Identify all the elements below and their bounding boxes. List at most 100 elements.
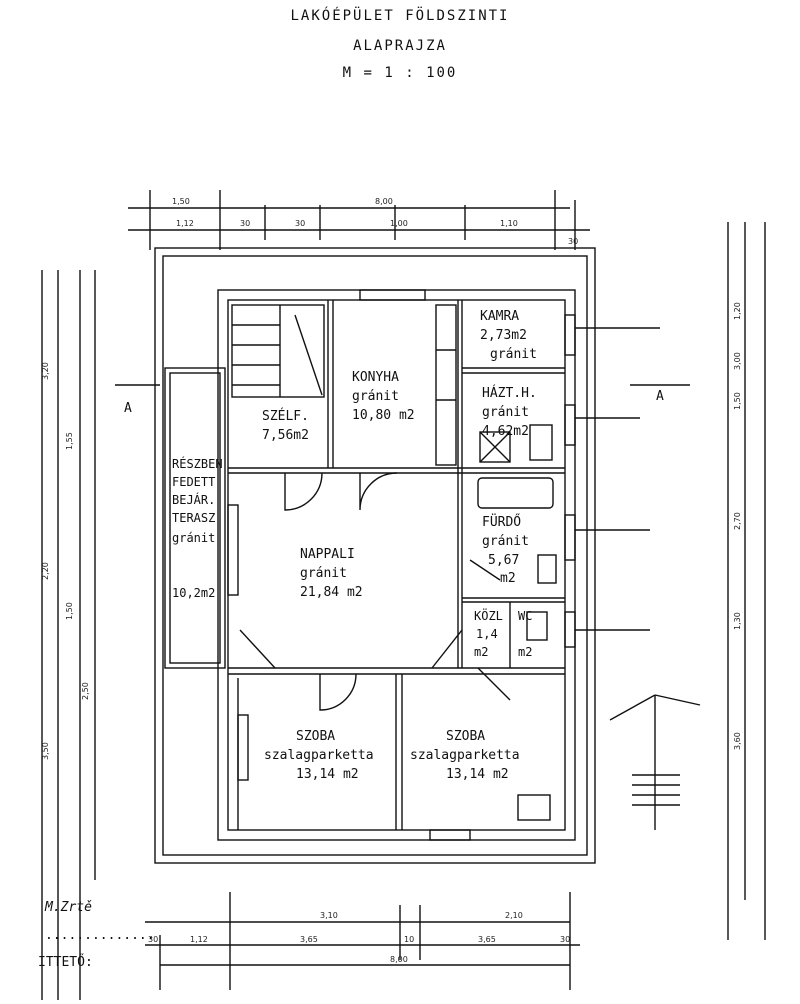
window-utility bbox=[564, 404, 576, 446]
wardrobe bbox=[517, 794, 551, 821]
svg-text:szalagparketta: szalagparketta bbox=[264, 748, 374, 763]
door-swing-5 bbox=[477, 667, 511, 701]
washbasin bbox=[537, 554, 557, 584]
door-swing-1 bbox=[284, 472, 323, 511]
dim-bottom-4: 3,65 bbox=[478, 935, 496, 944]
dim-bottom-5: 30 bbox=[560, 935, 570, 944]
dim-bottom-mid-1: 2,10 bbox=[505, 911, 523, 920]
svg-text:gránit: gránit bbox=[300, 566, 347, 581]
dim-top-3: 30 bbox=[295, 219, 305, 228]
svg-text:3,60: 3,60 bbox=[733, 732, 742, 750]
svg-text:KÖZL: KÖZL bbox=[474, 607, 503, 623]
window-living bbox=[227, 504, 239, 596]
room-szoba-1: SZOBA szalagparketta 13,14 m2 bbox=[264, 729, 374, 782]
dim-bottom-3: 10 bbox=[404, 935, 414, 944]
room-nappali: NAPPALI gránit 21,84 m2 bbox=[300, 547, 363, 600]
window-room2 bbox=[429, 829, 471, 841]
svg-text:gránit: gránit bbox=[482, 405, 529, 420]
svg-text:gránit: gránit bbox=[352, 389, 399, 404]
door-swing-3 bbox=[469, 559, 501, 581]
dim-top-1: 1,12 bbox=[176, 219, 194, 228]
svg-text:SZOBA: SZOBA bbox=[446, 729, 485, 744]
dim-top-6: 30 bbox=[568, 237, 578, 246]
svg-text:KONYHA: KONYHA bbox=[352, 370, 399, 385]
svg-text:2,20: 2,20 bbox=[41, 562, 50, 580]
svg-text:1,50: 1,50 bbox=[65, 602, 74, 620]
svg-text:m2: m2 bbox=[518, 645, 532, 659]
svg-text:2,70: 2,70 bbox=[733, 512, 742, 530]
dim-top-0: 1,50 bbox=[172, 197, 190, 206]
wc-bowl bbox=[526, 611, 548, 641]
dim-bottom-total: 8,00 bbox=[390, 955, 408, 964]
door-swing-6 bbox=[319, 673, 357, 711]
svg-text:RÉSZBEN: RÉSZBEN bbox=[172, 456, 223, 471]
drawing-scale: M = 1 : 100 bbox=[342, 65, 458, 81]
kitchen-counter bbox=[435, 304, 457, 466]
svg-text:BEJÁR.: BEJÁR. bbox=[172, 492, 215, 507]
svg-text:1,4: 1,4 bbox=[476, 627, 498, 641]
dim-bottom-1: 1,12 bbox=[190, 935, 208, 944]
svg-text:FEDETT: FEDETT bbox=[172, 475, 215, 489]
svg-text:gránit: gránit bbox=[172, 531, 215, 545]
svg-text:gránit: gránit bbox=[490, 347, 537, 362]
dim-right-side: 1,20 3,00 1,50 2,70 1,30 3,60 bbox=[733, 302, 742, 750]
boiler bbox=[479, 431, 511, 463]
svg-text:szalagparketta: szalagparketta bbox=[410, 748, 520, 763]
svg-text:10,80 m2: 10,80 m2 bbox=[352, 408, 415, 423]
room-furdo: FÜRDŐ gránit 5,67 m2 bbox=[482, 513, 529, 586]
drawing-title-line1: LAKÓÉPÜLET FÖLDSZINTI bbox=[290, 8, 510, 24]
dim-left-side: 3,20 1,55 2,20 1,50 2,50 3,50 bbox=[41, 362, 90, 760]
room-terasz: RÉSZBEN FEDETT BEJÁR. TERASZ gránit 10,2… bbox=[172, 456, 223, 600]
door-swing-7 bbox=[239, 629, 276, 669]
door-swing-4 bbox=[431, 629, 463, 669]
svg-text:5,67: 5,67 bbox=[488, 553, 519, 568]
dim-top-5: 1,10 bbox=[500, 219, 518, 228]
utility-fixture bbox=[529, 424, 553, 461]
door-swing-2 bbox=[359, 472, 398, 511]
room-kamra: KAMRA 2,73m2 gránit bbox=[480, 309, 537, 362]
outer-wall bbox=[154, 247, 596, 864]
dim-top-total: 8,00 bbox=[375, 197, 393, 206]
room-konyha: KONYHA gránit 10,80 m2 bbox=[352, 370, 415, 423]
dim-bottom-mid-0: 3,10 bbox=[320, 911, 338, 920]
svg-text:WC: WC bbox=[518, 609, 532, 623]
svg-text:1,30: 1,30 bbox=[733, 612, 742, 630]
svg-text:KAMRA: KAMRA bbox=[480, 309, 519, 324]
bathtub bbox=[477, 477, 554, 509]
window-kitchen bbox=[359, 289, 426, 301]
signature-dots: .............. bbox=[45, 928, 155, 943]
dim-bottom-0: 30 bbox=[148, 935, 158, 944]
svg-text:1,50: 1,50 bbox=[733, 392, 742, 410]
section-mark-right: A bbox=[656, 389, 664, 404]
svg-text:2,50: 2,50 bbox=[81, 682, 90, 700]
staircase bbox=[231, 304, 325, 398]
svg-text:3,50: 3,50 bbox=[41, 742, 50, 760]
window-pantry bbox=[564, 314, 576, 356]
svg-text:m2: m2 bbox=[474, 645, 488, 659]
svg-text:3,20: 3,20 bbox=[41, 362, 50, 380]
room-wc: WC m2 bbox=[518, 609, 532, 659]
room-haztartasi-helyiseg: HÁZT.H. gránit 4,62m2 bbox=[482, 385, 537, 439]
dim-top-2: 30 bbox=[240, 219, 250, 228]
svg-text:21,84 m2: 21,84 m2 bbox=[300, 585, 363, 600]
svg-text:7,56m2: 7,56m2 bbox=[262, 428, 309, 443]
room-szelfogo: SZÉLF. 7,56m2 bbox=[262, 408, 309, 443]
svg-text:10,2m2: 10,2m2 bbox=[172, 586, 215, 600]
svg-text:SZOBA: SZOBA bbox=[296, 729, 335, 744]
window-room1 bbox=[237, 714, 249, 781]
svg-text:NAPPALI: NAPPALI bbox=[300, 547, 355, 562]
svg-text:3,00: 3,00 bbox=[733, 352, 742, 370]
section-mark-left: A bbox=[124, 401, 132, 416]
svg-text:SZÉLF.: SZÉLF. bbox=[262, 408, 309, 424]
svg-text:1,20: 1,20 bbox=[733, 302, 742, 320]
window-bath bbox=[564, 514, 576, 561]
room-szoba-2: SZOBA szalagparketta 13,14 m2 bbox=[410, 729, 520, 782]
footer-label: ITTETŐ: bbox=[38, 955, 93, 970]
room-kozlekedo: KÖZL 1,4 m2 bbox=[474, 607, 503, 659]
signature-note: M.Zrtě bbox=[45, 900, 92, 915]
window-wc bbox=[564, 611, 576, 648]
svg-text:1,55: 1,55 bbox=[65, 432, 74, 450]
svg-text:13,14 m2: 13,14 m2 bbox=[446, 767, 509, 782]
svg-text:gránit: gránit bbox=[482, 534, 529, 549]
dim-top-4: 1,00 bbox=[390, 219, 408, 228]
